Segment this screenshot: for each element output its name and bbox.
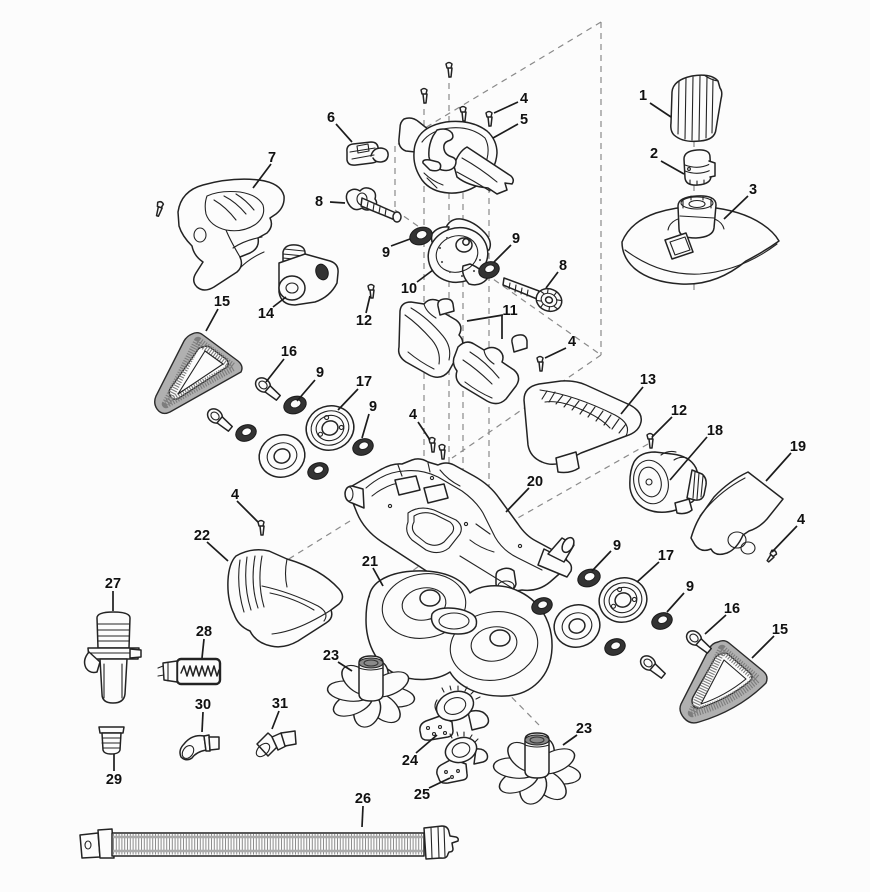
- svg-text:1: 1: [639, 88, 647, 104]
- svg-text:9: 9: [382, 245, 390, 261]
- svg-text:4: 4: [568, 334, 576, 350]
- svg-text:9: 9: [369, 399, 377, 415]
- svg-text:15: 15: [772, 622, 788, 638]
- svg-text:9: 9: [686, 579, 694, 595]
- svg-text:16: 16: [281, 344, 297, 360]
- svg-text:26: 26: [355, 791, 371, 807]
- svg-text:8: 8: [559, 258, 567, 274]
- svg-text:7: 7: [268, 150, 276, 166]
- svg-text:9: 9: [512, 231, 520, 247]
- svg-text:8: 8: [315, 194, 323, 210]
- svg-text:23: 23: [576, 721, 592, 737]
- svg-text:30: 30: [195, 697, 211, 713]
- svg-text:4: 4: [797, 512, 805, 528]
- svg-text:20: 20: [527, 474, 543, 490]
- svg-text:2: 2: [650, 146, 658, 162]
- svg-text:13: 13: [640, 372, 656, 388]
- svg-text:9: 9: [613, 538, 621, 554]
- svg-text:9: 9: [316, 365, 324, 381]
- svg-text:4: 4: [520, 91, 528, 107]
- svg-text:12: 12: [356, 313, 372, 329]
- svg-text:21: 21: [362, 554, 378, 570]
- svg-text:17: 17: [356, 374, 372, 390]
- svg-text:6: 6: [327, 110, 335, 126]
- svg-text:14: 14: [258, 306, 274, 322]
- svg-text:12: 12: [671, 403, 687, 419]
- svg-text:10: 10: [401, 281, 417, 297]
- svg-text:27: 27: [105, 576, 121, 592]
- svg-text:4: 4: [409, 407, 417, 423]
- svg-text:29: 29: [106, 772, 122, 788]
- svg-text:11: 11: [502, 303, 517, 319]
- svg-text:28: 28: [196, 624, 212, 640]
- svg-text:3: 3: [749, 182, 757, 198]
- svg-text:4: 4: [231, 487, 239, 503]
- svg-text:23: 23: [323, 648, 339, 664]
- svg-text:15: 15: [214, 294, 230, 310]
- svg-text:24: 24: [402, 753, 418, 769]
- svg-text:16: 16: [724, 601, 740, 617]
- svg-text:22: 22: [194, 528, 210, 544]
- svg-text:18: 18: [707, 423, 723, 439]
- svg-text:25: 25: [414, 787, 430, 803]
- svg-text:31: 31: [272, 696, 288, 712]
- svg-text:17: 17: [658, 548, 674, 564]
- svg-text:19: 19: [790, 439, 806, 455]
- svg-text:5: 5: [520, 112, 528, 128]
